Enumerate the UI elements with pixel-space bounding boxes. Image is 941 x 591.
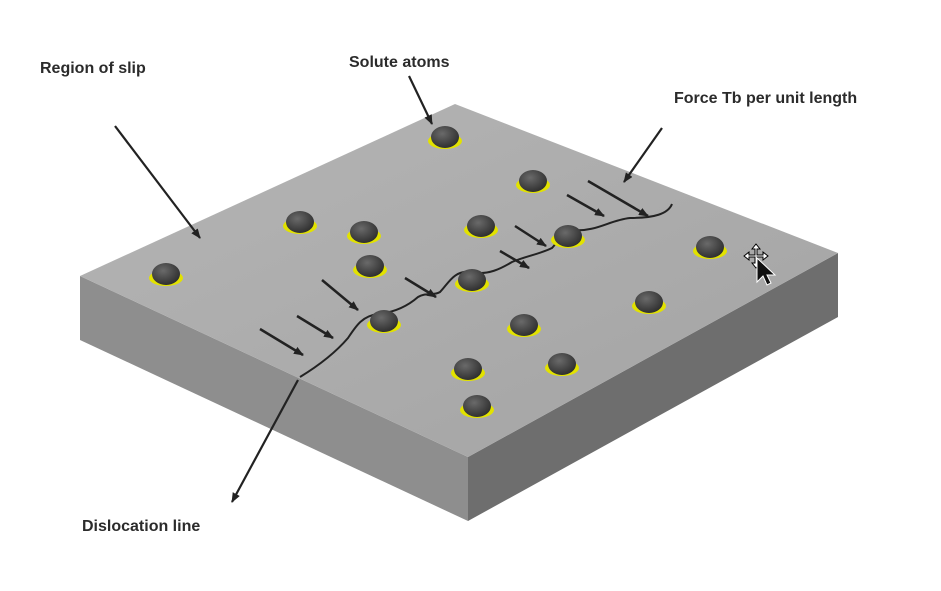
move-cursor-icon <box>743 243 777 286</box>
block-right-face <box>468 253 838 521</box>
region-of-slip-label: Region of slip <box>40 60 146 77</box>
solute-atom <box>507 314 541 337</box>
solute-atom <box>353 255 387 278</box>
force-arrow <box>259 327 304 357</box>
force-arrows <box>259 179 649 357</box>
solute-atom <box>460 395 494 418</box>
solute-atom <box>464 215 498 238</box>
force-arrow <box>404 276 437 299</box>
solute-atom <box>551 225 585 248</box>
force-arrow <box>514 224 547 248</box>
force-arrow <box>566 193 605 218</box>
solute-atom <box>149 263 183 286</box>
force-arrow <box>296 314 334 340</box>
force-arrow <box>499 249 530 270</box>
force-arrow <box>321 279 359 311</box>
solute-atom <box>451 358 485 381</box>
dislocation-line-label: Dislocation line <box>82 518 201 535</box>
solute-atom <box>632 291 666 314</box>
block-left-face <box>80 276 468 521</box>
dislocation-leader-arrow <box>231 379 299 503</box>
solute-atom <box>428 126 462 149</box>
region-leader-arrow <box>114 125 201 239</box>
solute-atom <box>367 310 401 333</box>
solute-atoms-label: Solute atoms <box>349 54 450 71</box>
force-per-length-label: Force Tb per unit length <box>674 90 858 107</box>
solute-atom <box>283 211 317 234</box>
solute-atom <box>516 170 550 193</box>
solute-atoms <box>149 126 727 418</box>
solute-atom <box>455 269 489 292</box>
force-arrow <box>587 179 649 218</box>
solute-atom <box>347 221 381 244</box>
leader-arrows <box>114 75 663 503</box>
force-leader-arrow <box>623 127 663 183</box>
solute-atom <box>693 236 727 259</box>
solute-leader-arrow <box>408 75 433 125</box>
solute-atom <box>545 353 579 376</box>
